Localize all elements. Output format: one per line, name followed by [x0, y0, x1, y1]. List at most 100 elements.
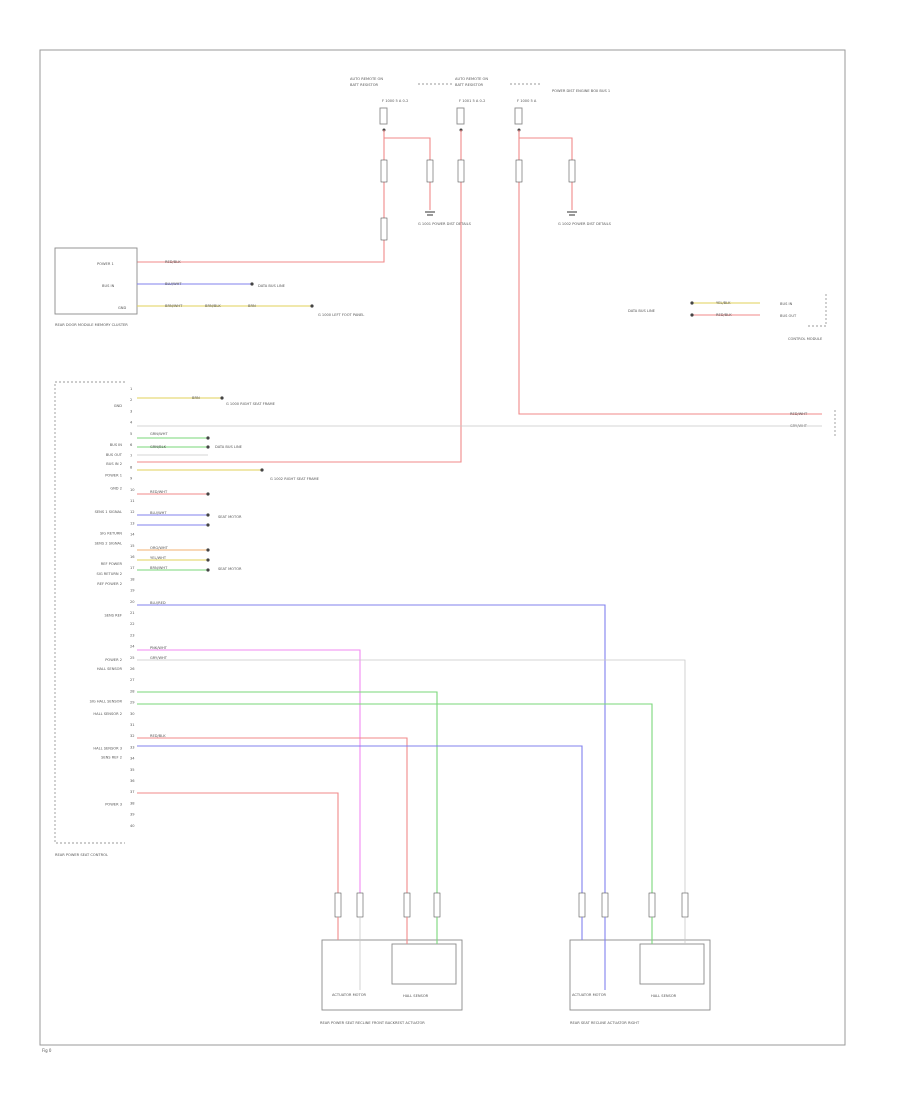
pin-number: 21: [130, 611, 135, 615]
pin-number: 17: [130, 566, 135, 570]
rear-door-dest-2: G 1000 LEFT FOOT PANEL: [318, 313, 364, 317]
rear-door-pin-3: GND: [118, 306, 126, 310]
pin-number: 33: [130, 745, 135, 749]
act-conn-3: [403, 892, 411, 918]
sens-blue-end: [206, 513, 210, 517]
pin-number: 31: [130, 723, 135, 727]
pin-number: 36: [130, 779, 135, 783]
code-grn: GRN/WHT: [150, 432, 168, 436]
code-red: RED/WHT: [150, 490, 168, 494]
gnd-wire-code: BRN: [192, 396, 200, 400]
sensref-blue-wire: [137, 604, 606, 900]
hall3-red-wire: [137, 737, 408, 900]
sighall-green-wire: [137, 691, 438, 900]
pin-number: 19: [130, 589, 135, 593]
fuse-1-label: F 1000 5 A 0-2: [382, 99, 408, 103]
pin-label: SENS 2 SIGNAL: [95, 542, 122, 546]
pin-number: 15: [130, 544, 135, 548]
act-conn-5: [578, 892, 586, 918]
sens-blue-2-end: [206, 523, 210, 527]
pin-label: BUS IN 2: [106, 462, 122, 466]
pin-number: 2: [130, 398, 132, 402]
bus-wire-1-end: [206, 436, 210, 440]
ground-1-label: G 1001 POWER DIST DETAILS: [418, 222, 472, 226]
pin-label: POWER 3: [105, 803, 122, 807]
sensref2-blue-wire: [137, 745, 583, 900]
rear-door-module-box: [54, 247, 138, 315]
pin-number: 26: [130, 667, 135, 671]
pin-number: 30: [130, 712, 135, 716]
sens-red-end: [206, 492, 210, 496]
main-module-pin-numbers: 1234567891011121314151617181920212223242…: [130, 387, 135, 828]
right-control-connector: YEL/BLK RED/BLK DATA BUS LINE BUS IN BUS…: [628, 294, 827, 428]
act-conn-7: [648, 892, 656, 918]
pin-number: 34: [130, 757, 135, 761]
fuse1-to-module-wire: [137, 130, 385, 263]
pin-number: 38: [130, 801, 135, 805]
rear-door-blue-end: [250, 282, 254, 286]
pin-label: SIG RETURN 2: [97, 572, 122, 576]
rear-door-wire-1: RED/BLK: [165, 260, 181, 264]
pin-label: HALL SENSOR 3: [93, 747, 122, 751]
rear-door-wire-3b: BRN/BLK: [205, 304, 221, 308]
code-blu2: BLU/RED: [150, 601, 166, 605]
pin-number: 8: [130, 465, 133, 469]
pin-label: SIG HALL SENSOR: [90, 700, 123, 704]
pin-number: 5: [130, 432, 132, 436]
bus-wire-2-end: [206, 445, 210, 449]
code-brn: BRN/WHT: [150, 566, 168, 570]
rear-door-wire-2: BLU/WHT: [165, 282, 182, 286]
code-grn2: GRN/BLK: [150, 445, 167, 449]
pin-label: REF POWER: [101, 562, 123, 566]
left-bus-sub: BATT RESISTOR: [350, 83, 379, 87]
right-src: DATA BUS LINE: [628, 309, 656, 313]
pin-number: 29: [130, 701, 135, 705]
rear-door-pin-2: BUS IN: [102, 284, 115, 288]
pin-label: BUS OUT: [106, 453, 123, 457]
pin-number: 14: [130, 533, 135, 537]
fuse-2-label: F 1001 5 A 0-2: [459, 99, 485, 103]
sens-dest-2: SEAT MOTOR: [218, 567, 242, 571]
right-hall-sensor-box: [639, 943, 705, 985]
diagram-frame: [39, 49, 846, 1046]
left-hall-label: HALL SENSOR: [403, 994, 429, 998]
pin-number: 11: [130, 499, 135, 503]
left-bus-label: AUTO REMOTE ON: [350, 77, 383, 81]
rear-door-yellow-end: [310, 304, 314, 308]
ground-symbol-2: G 1002 POWER DIST DETAILS: [558, 211, 612, 226]
act-conn-6: [601, 892, 609, 918]
act-conn-1: [334, 892, 342, 918]
right-caption: CONTROL MODULE: [788, 337, 823, 341]
pin-number: 4: [130, 421, 133, 425]
rear-door-wire-3c: BRN: [248, 304, 256, 308]
main-module-outline: [54, 381, 125, 844]
fuse-3: F 1000 5 A: [514, 99, 537, 132]
code-pnk: PNK/WHT: [150, 646, 168, 650]
ref-yellow-end: [206, 558, 210, 562]
main-module-wires: BRN G 1000 RIGHT SEAT FRAME DATA BUS LIN…: [137, 396, 686, 900]
code-gry: GRY/WHT: [150, 656, 168, 660]
left-hall-sensor-box: [391, 943, 457, 985]
pin-number: 24: [130, 645, 135, 649]
gnd-dest: G 1000 RIGHT SEAT FRAME: [226, 402, 276, 406]
right-actuator: ACTUATOR MOTOR HALL SENSOR REAR SEAT REC…: [569, 917, 711, 1025]
code-yel: YEL/WHT: [150, 556, 167, 560]
fuse-2: F 1001 5 A 0-2: [456, 99, 485, 132]
rear-power-seat-control: REAR POWER SEAT CONTROL 1234567891011121…: [54, 381, 135, 857]
pin-number: 39: [130, 813, 135, 817]
ref-green-end: [206, 568, 210, 572]
pin-number: 37: [130, 790, 135, 794]
left-actuator-label: ACTUATOR MOTOR: [332, 993, 367, 997]
pin-number: 12: [130, 510, 135, 514]
page-id: Fig 0: [42, 1048, 52, 1053]
connector-top-2: [380, 217, 388, 241]
right-pin-2: BUS OUT: [780, 314, 797, 318]
code-red2: RED/BLK: [150, 734, 166, 738]
ground-symbol-1: G 1001 POWER DIST DETAILS: [418, 211, 472, 226]
power3-red-wire: [137, 792, 339, 900]
rear-door-dest-1: DATA BUS LINE: [258, 284, 286, 288]
pin-label: BUS IN: [110, 443, 123, 447]
ref-orange-end: [206, 548, 210, 552]
